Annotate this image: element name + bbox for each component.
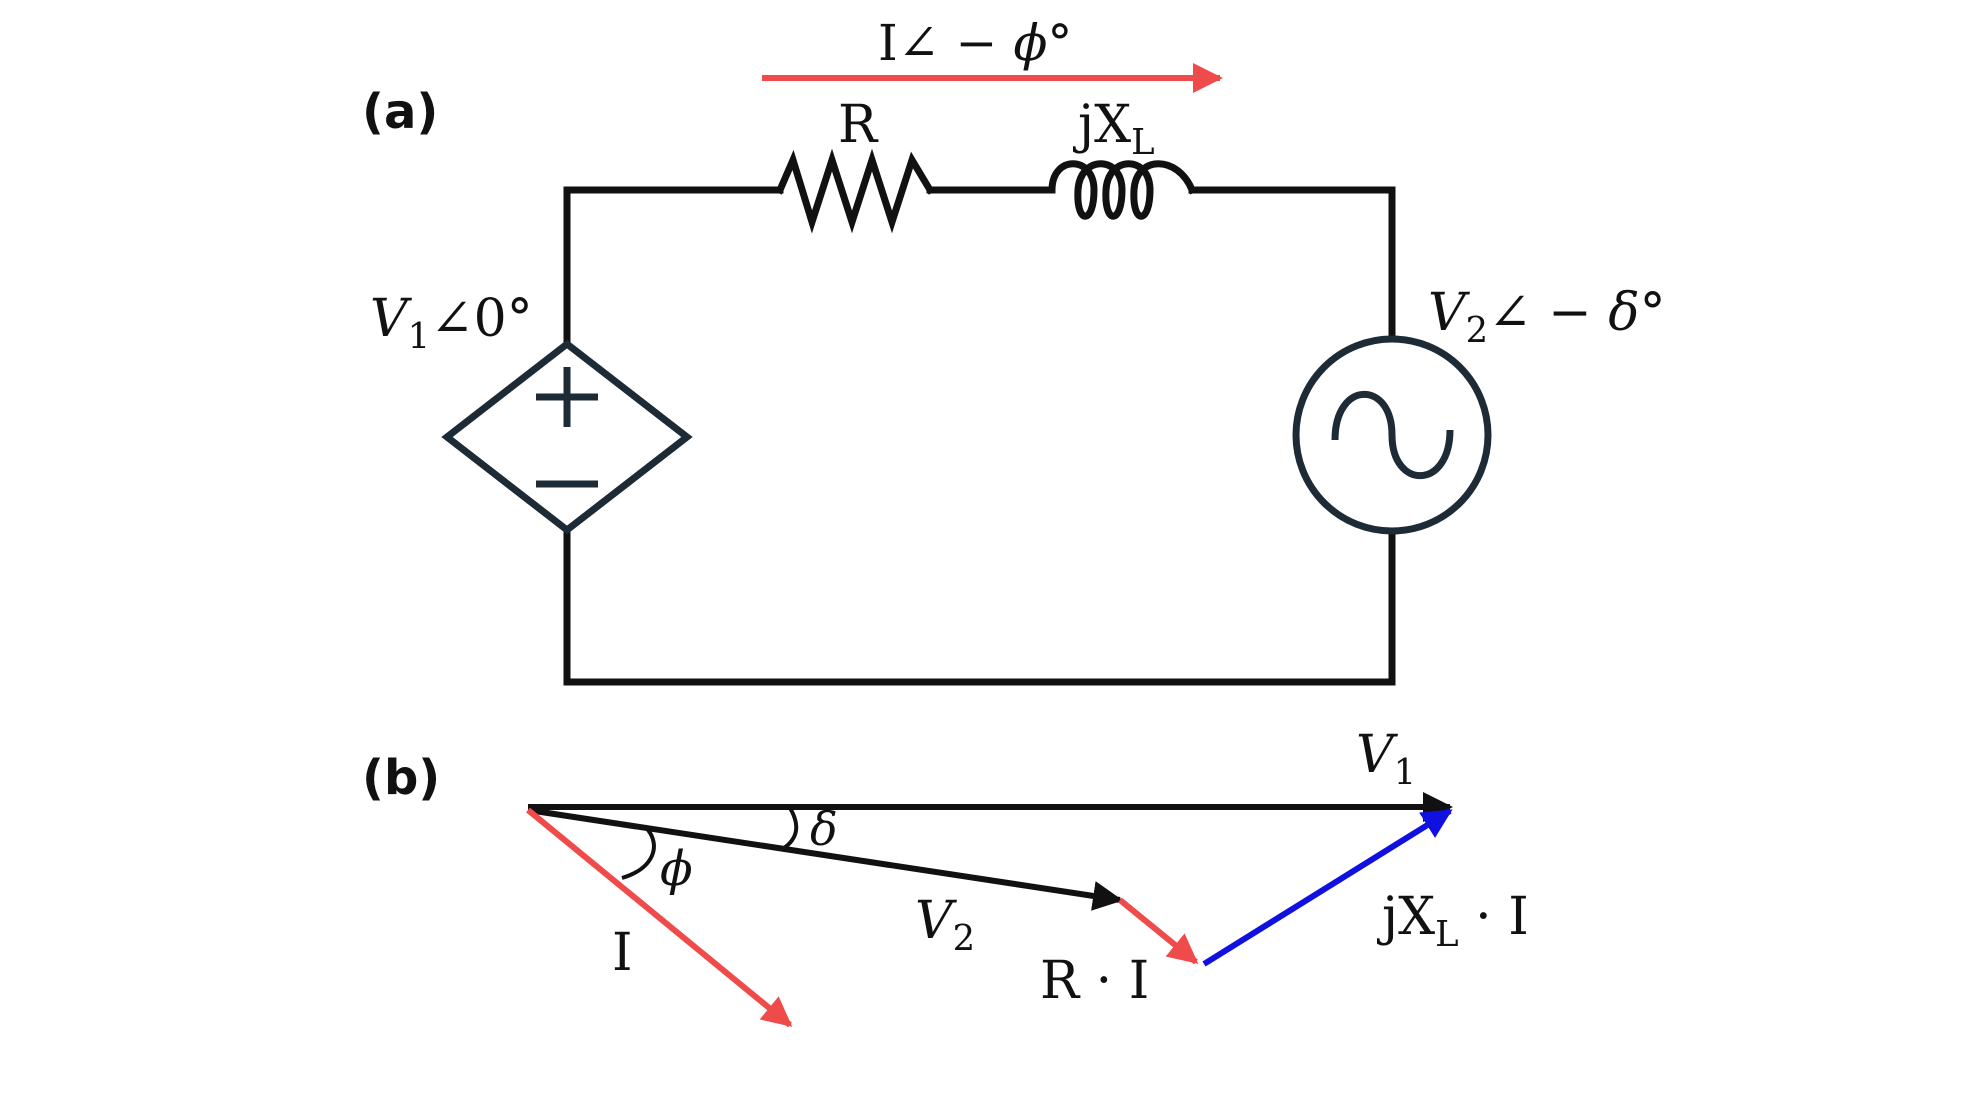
phi-angle-arc xyxy=(621,828,656,880)
panel-a-label: (a) xyxy=(362,84,438,140)
v2-ac-source xyxy=(1292,335,1492,535)
v2-phasor xyxy=(527,807,1123,911)
current-phasor xyxy=(526,807,793,1028)
panel-b: (b) V1 V2 I δ ϕ R · I jXL · I xyxy=(362,725,1529,1028)
ri-phasor xyxy=(1118,897,1199,965)
v1-dependent-source xyxy=(441,339,693,535)
inductor-label: jXL xyxy=(1073,95,1155,163)
current-phasor-label: I xyxy=(612,923,633,983)
current-phasor-label: I∠ − ϕ° xyxy=(878,14,1072,72)
circuit-wires xyxy=(563,186,1396,686)
jxl-i-label: jXL · I xyxy=(1377,887,1529,955)
v1-phasor-label: V1 xyxy=(1356,725,1416,793)
phi-label: ϕ xyxy=(660,841,693,897)
v2-phasor-label: V2 xyxy=(915,891,975,959)
ri-label: R · I xyxy=(1040,951,1149,1011)
v1-source-label: V1∠0° xyxy=(370,289,533,357)
resistor xyxy=(775,148,935,234)
panel-a: (a) I∠ − ϕ° R jXL V1∠0° xyxy=(362,14,1666,686)
resistor-label: R xyxy=(838,95,879,155)
sine-wave-icon xyxy=(1331,390,1454,480)
panel-b-label: (b) xyxy=(362,750,440,806)
inductor xyxy=(1048,160,1197,220)
v2-source-label: V2∠ − δ° xyxy=(1428,283,1666,351)
jxl-i-phasor xyxy=(1202,808,1453,967)
delta-angle-arc xyxy=(782,806,799,850)
delta-label: δ xyxy=(810,802,838,856)
